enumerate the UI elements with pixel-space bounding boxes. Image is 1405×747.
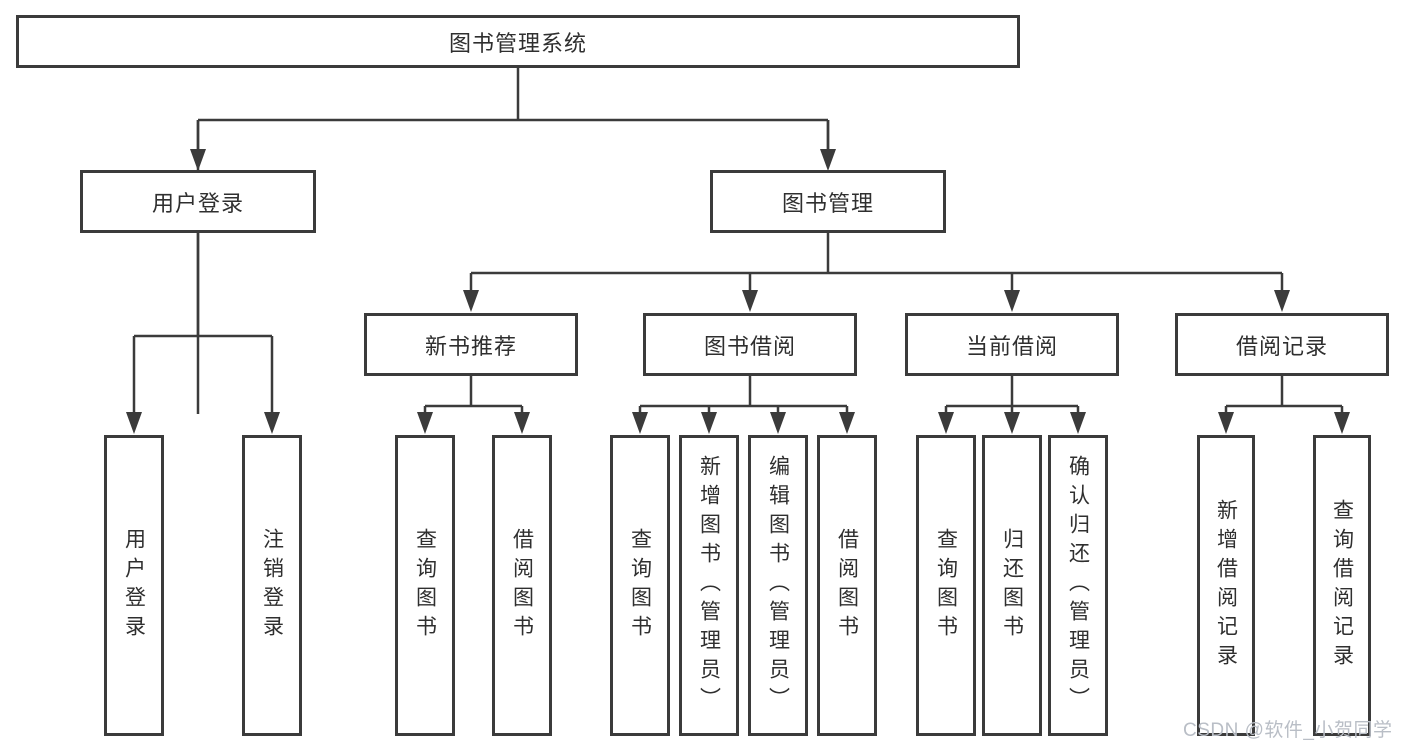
node-new-book-recommend: 新书推荐 <box>364 313 578 376</box>
leaf-logout: 注销登录 <box>242 435 302 736</box>
leaf-query-books-borrow: 查询图书 <box>610 435 670 736</box>
edge-new-books-children <box>417 376 530 434</box>
leaf-query-books-recommend: 查询图书 <box>395 435 455 736</box>
edge-borrow-records-children <box>1218 376 1350 434</box>
leaf-confirm-return-admin: 确认归还（管理员） <box>1048 435 1108 736</box>
leaf-add-books-admin: 新增图书（管理员） <box>679 435 739 736</box>
leaf-query-books-current: 查询图书 <box>916 435 976 736</box>
edge-book-borrow-children <box>632 376 855 434</box>
node-root-system: 图书管理系统 <box>16 15 1020 68</box>
csdn-watermark: CSDN @软件_小贺同学 <box>1183 720 1393 741</box>
edge-root-to-level2 <box>190 68 836 414</box>
node-borrow-records: 借阅记录 <box>1175 313 1389 376</box>
leaf-add-borrow-record: 新增借阅记录 <box>1197 435 1255 736</box>
leaf-query-borrow-record: 查询借阅记录 <box>1313 435 1371 736</box>
edge-book-mgmt-children <box>463 233 1290 312</box>
edge-user-login-children <box>126 233 280 434</box>
leaf-borrow-books-recommend: 借阅图书 <box>492 435 552 736</box>
leaf-borrow-books: 借阅图书 <box>817 435 877 736</box>
leaf-return-books: 归还图书 <box>982 435 1042 736</box>
node-book-management: 图书管理 <box>710 170 946 233</box>
node-current-borrow: 当前借阅 <box>905 313 1119 376</box>
node-user-login: 用户登录 <box>80 170 316 233</box>
node-book-borrow: 图书借阅 <box>643 313 857 376</box>
edge-current-borrow-children <box>938 376 1086 434</box>
leaf-user-login: 用户登录 <box>104 435 164 736</box>
leaf-edit-books-admin: 编辑图书（管理员） <box>748 435 808 736</box>
